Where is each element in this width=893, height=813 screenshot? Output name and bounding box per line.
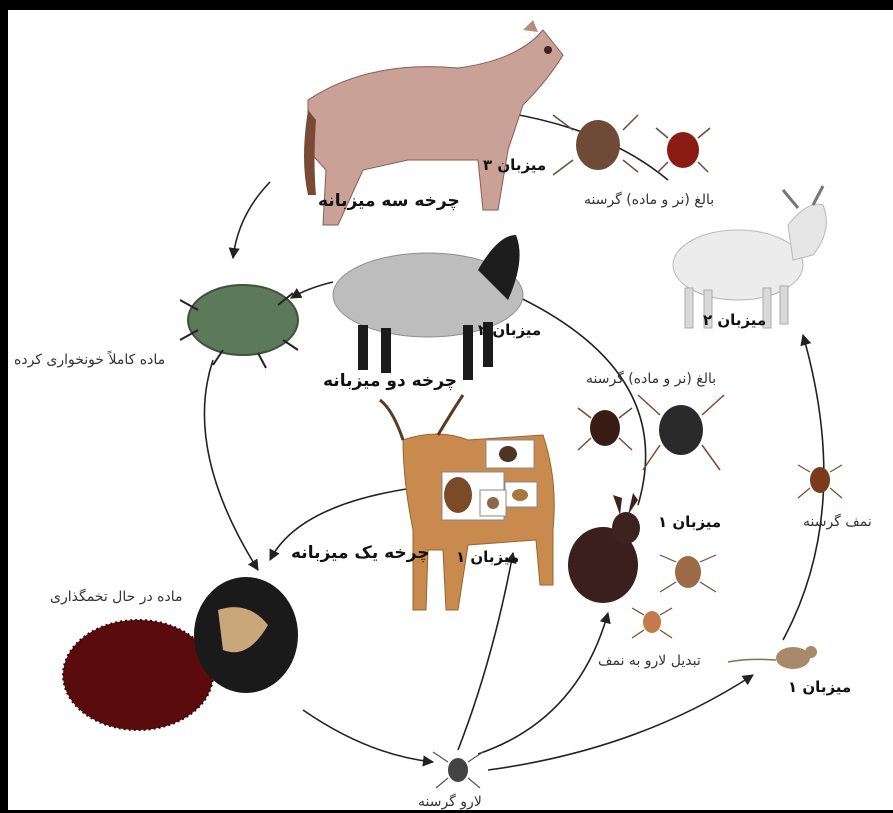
engorged-female-label: ماده کاملاً خونخواری کرده (14, 353, 165, 367)
hungry-larva-label: لارو گرسنه (418, 795, 482, 809)
nymph-ticks (632, 555, 716, 638)
egg-laying-female-label: ماده در حال تخمگذاری (50, 590, 183, 604)
host2-goat-label: میزبان ۲ (703, 313, 766, 328)
diagram-art (8, 10, 893, 810)
host1-cow-label: میزبان ۱ (456, 550, 519, 565)
engorged-female-tick (180, 285, 298, 368)
host2-sheep-label: میزبان ۲ (478, 323, 541, 338)
arrow-engorged-to-laying (204, 360, 258, 570)
adult-ticks-mid (578, 395, 724, 470)
rabbit-illustration (568, 493, 640, 603)
arrow-larva-to-rabbit (478, 613, 608, 754)
arrow-laying-to-larva (303, 710, 433, 762)
cow-host1-illustration (380, 395, 554, 610)
arrow-sheep-to-engorged (291, 282, 333, 298)
larva-to-nymph-label: تبدیل لارو به نمف (598, 654, 701, 668)
tick-life-cycle-diagram: چرخه سه میزبانه چرخه دو میزبانه چرخه یک … (8, 10, 893, 810)
adult-ticks-top (553, 115, 710, 175)
arrow-larva-to-mouse (488, 675, 753, 770)
cycle-one-host-label: چرخه یک میزبانه (291, 545, 430, 562)
host3-cow-label: میزبان ۳ (483, 158, 546, 173)
mouse-illustration (728, 646, 817, 669)
host1-rabbit-label: میزبان ۱ (658, 515, 721, 530)
arrow-larva-to-cow1 (458, 553, 513, 750)
hungry-larva-tick (433, 752, 483, 788)
sheep-illustration (333, 235, 523, 380)
hungry-nymph-label: نمف گرسنه (803, 515, 872, 529)
adult-hungry-mid-label: بالغ (نر و ماده) گرسنه (586, 372, 716, 386)
arrow-cow3-to-engorged (233, 182, 270, 258)
host1-mouse-label: میزبان ۱ (788, 680, 851, 695)
cycle-two-host-label: چرخه دو میزبانه (323, 373, 457, 390)
hungry-nymph-tick (798, 465, 842, 498)
cycle-three-host-label: چرخه سه میزبانه (318, 193, 460, 210)
adult-hungry-top-label: بالغ (نر و ماده) گرسنه (584, 193, 714, 207)
